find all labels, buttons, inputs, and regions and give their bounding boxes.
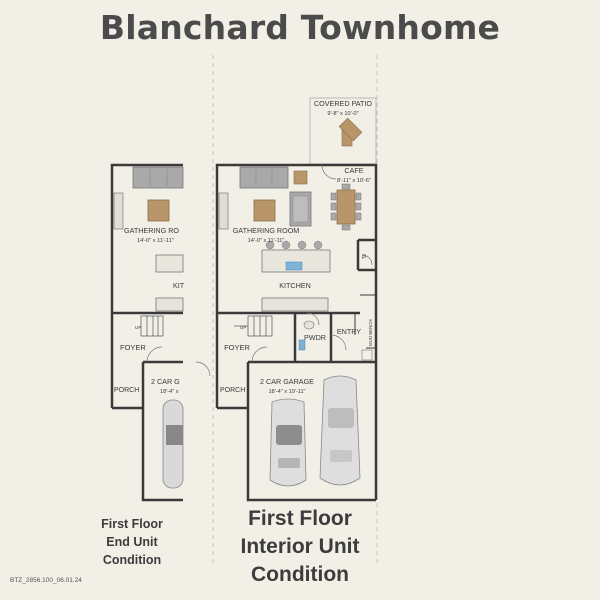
gathering-dim: 14'-0" x 11'-11" <box>248 238 285 244</box>
end-unit-caption: First Floor End Unit Condition <box>92 515 172 569</box>
end-garage-dim: 18'-4" x <box>160 389 179 395</box>
end-caption-line-2: End Unit <box>106 535 158 549</box>
end-car <box>162 399 184 489</box>
interior-walls <box>215 163 378 502</box>
foyer-label: FOYER <box>224 343 250 352</box>
end-kitchen-island <box>155 254 184 273</box>
interior-caption-line-2: Interior Unit <box>240 535 360 558</box>
page-title: Blanchard Townhome <box>99 8 501 47</box>
car-right <box>319 375 361 486</box>
interior-caption-line-1: First Floor <box>248 507 352 530</box>
car-left <box>269 398 307 487</box>
pantry-label: P <box>362 254 366 261</box>
kitchen-island <box>261 240 331 273</box>
end-garage-label: 2 CAR G <box>151 377 180 386</box>
powder-fixtures <box>298 320 315 351</box>
coffee-table <box>253 199 276 222</box>
patio-label: COVERED PATIO <box>314 99 372 108</box>
tv-console <box>218 192 229 230</box>
end-kitchen-label: KIT <box>173 281 185 290</box>
up-label: UP <box>240 325 246 330</box>
end-stair <box>140 315 164 337</box>
patio-table <box>338 117 363 147</box>
end-unit-plan: GATHERING RO 14'-0" x 11'-11" KIT FOYER … <box>110 163 185 502</box>
end-porch-label: PORCH <box>114 387 139 394</box>
entry-label: ENTRY <box>337 327 361 336</box>
interior-unit-plan: COVERED PATIO 9'-8" x 10'-0" CAFE 8'-11"… <box>195 97 378 502</box>
end-caption-line-3: Condition <box>102 553 162 567</box>
interior-unit-caption: First Floor Interior Unit Condition <box>220 505 380 589</box>
kitchen-label: KITCHEN <box>279 281 311 290</box>
garage-dim: 18'-4" x 19'-11" <box>268 389 305 395</box>
garage-label: 2 CAR GARAGE <box>260 377 314 386</box>
dining-table <box>330 183 362 231</box>
sofa <box>239 166 289 189</box>
cafe-label: CAFE <box>344 166 363 175</box>
end-gathering-dim: 14'-0" x 11'-11" <box>137 238 174 244</box>
end-unit-walls <box>110 163 183 502</box>
end-up-label: UP <box>135 325 141 330</box>
end-gathering-label: GATHERING RO <box>124 226 179 235</box>
gathering-label: GATHERING ROOM <box>233 226 300 235</box>
side-table <box>293 170 308 185</box>
mud-bench-label: MUD BENCH <box>368 319 373 346</box>
door-swings <box>195 164 373 377</box>
patio-dim: 9'-8" x 10'-0" <box>327 111 358 117</box>
cafe-dim: 8'-11" x 10'-6" <box>337 178 371 184</box>
end-caption-line-1: First Floor <box>101 517 163 531</box>
plan-code: BTZ_2856.100_06.01.24 <box>10 577 82 584</box>
water-heater <box>361 349 373 361</box>
back-counter <box>261 297 329 312</box>
end-counter <box>155 297 184 312</box>
porch-label: PORCH <box>220 387 245 394</box>
end-foyer-label: FOYER <box>120 343 146 352</box>
stair <box>234 315 273 337</box>
armchair <box>289 191 312 227</box>
interior-caption-line-3: Condition <box>251 563 349 586</box>
pwdr-label: PWDR <box>304 333 326 342</box>
end-coffee-table <box>147 199 170 222</box>
end-tv-console <box>113 192 124 230</box>
end-sofa <box>132 166 184 189</box>
